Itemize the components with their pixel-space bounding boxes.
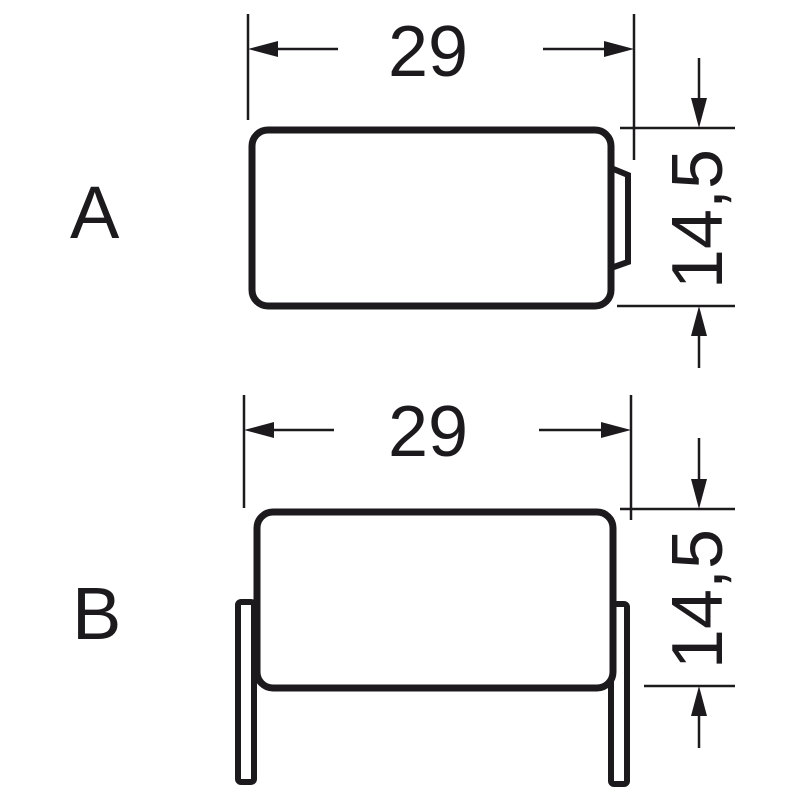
variant-b-height-dimension: 14,5 — [658, 528, 738, 670]
arrow-down-icon — [691, 98, 707, 128]
arrow-up-icon — [691, 686, 707, 716]
variant-a-width-dimension: 29 — [388, 12, 469, 92]
variant-b-left-tag — [235, 599, 257, 785]
arrow-left-icon — [248, 41, 278, 57]
variant-a-end-cap — [609, 165, 631, 271]
variant-b-label: B — [72, 572, 122, 655]
arrow-left-icon — [244, 422, 274, 438]
variant-a-height-dimension: 14,5 — [658, 148, 738, 290]
arrow-down-icon — [691, 479, 707, 509]
variant-b-battery-body — [253, 508, 617, 692]
arrow-right-icon — [601, 422, 631, 438]
arrow-up-icon — [691, 306, 707, 336]
arrow-right-icon — [604, 41, 634, 57]
variant-a-label: A — [70, 171, 120, 254]
variant-b-width-dimension: 29 — [388, 392, 469, 472]
variant-b-right-tag — [608, 601, 630, 787]
variant-a-battery-body — [248, 126, 615, 310]
